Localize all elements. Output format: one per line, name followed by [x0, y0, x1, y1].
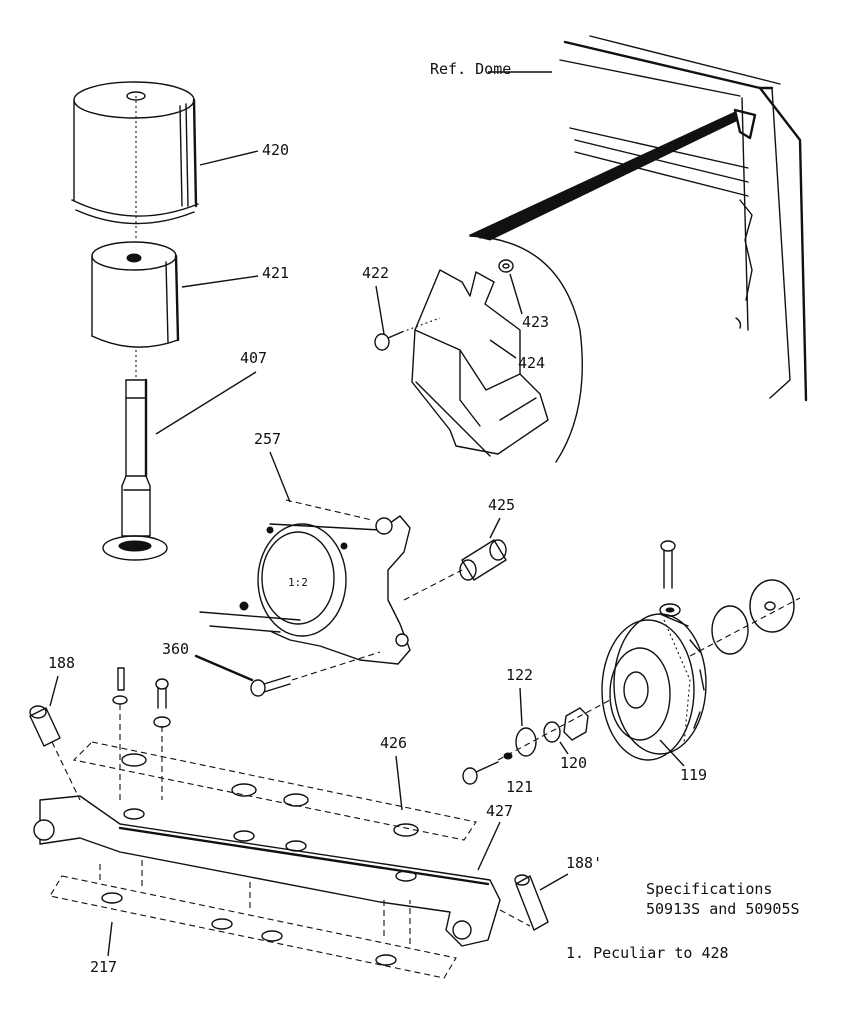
- part-424-bracket: [411, 269, 549, 457]
- label-119: 119: [680, 766, 707, 784]
- leader-425: [489, 517, 501, 539]
- leader-122: [519, 687, 523, 727]
- label-121: 121: [506, 778, 533, 796]
- part-426-plate: [72, 741, 477, 841]
- label-257: 257: [254, 430, 281, 448]
- axis-gear: [497, 699, 611, 761]
- part-360-screw: [250, 651, 381, 697]
- leader-360: [194, 654, 254, 682]
- footnote: 1. Peculiar to 428: [566, 944, 729, 962]
- label-427: 427: [486, 802, 513, 820]
- leader-421: [181, 275, 259, 288]
- leader-420: [199, 150, 259, 166]
- label-425: 425: [488, 496, 515, 514]
- leader-426: [395, 755, 403, 811]
- part-119-gear: [601, 613, 707, 761]
- label-188-prime: 188': [566, 854, 602, 872]
- part-121-screw: [462, 752, 513, 785]
- label-360: 360: [162, 640, 189, 658]
- part-421-core: [91, 241, 180, 348]
- part-188-pin: [29, 705, 81, 801]
- part-120-spacer: [543, 707, 589, 743]
- gear-washers: [689, 579, 801, 657]
- leader-119: [659, 739, 685, 767]
- part-420-cap: [71, 81, 199, 225]
- leader-422: [375, 285, 385, 335]
- leader-188-prime: [539, 873, 569, 891]
- gear-top-screw: [659, 540, 681, 617]
- part-217-plate: [49, 860, 457, 979]
- part-122-washer: [515, 727, 537, 757]
- label-422: 422: [362, 264, 389, 282]
- ref-dome-part: [468, 35, 808, 463]
- label-423: 423: [522, 313, 549, 331]
- leader-188: [49, 675, 59, 707]
- part-423-nut: [498, 259, 514, 273]
- specs-line-1: Specifications: [646, 880, 772, 898]
- part-188-prime-pin: [499, 874, 549, 931]
- label-407: 407: [240, 349, 267, 367]
- leader-217: [107, 921, 113, 957]
- plate-screws: [112, 667, 171, 800]
- part-422-screw: [374, 317, 441, 351]
- label-420: 420: [262, 141, 289, 159]
- label-188: 188: [48, 654, 75, 672]
- leader-424: [489, 339, 517, 359]
- leader-423: [509, 273, 523, 315]
- leader-427: [477, 821, 501, 871]
- specs-line-2: 50913S and 50905S: [646, 900, 800, 918]
- part-407-shaft: [102, 378, 168, 561]
- leader-120: [559, 741, 569, 755]
- axis-425: [403, 569, 463, 601]
- part-257-motor: 1:2: [199, 499, 411, 665]
- label-217: 217: [90, 958, 117, 976]
- label-426: 426: [380, 734, 407, 752]
- label-424: 424: [518, 354, 545, 372]
- label-421: 421: [262, 264, 289, 282]
- label-122: 122: [506, 666, 533, 684]
- svg-text:1:2: 1:2: [288, 576, 308, 589]
- label-120: 120: [560, 754, 587, 772]
- leader-257: [269, 451, 291, 503]
- leader-407: [155, 371, 257, 435]
- part-425-bushing: [459, 539, 507, 581]
- part-427-plate: [33, 795, 501, 947]
- label-ref-dome: Ref. Dome: [430, 60, 511, 78]
